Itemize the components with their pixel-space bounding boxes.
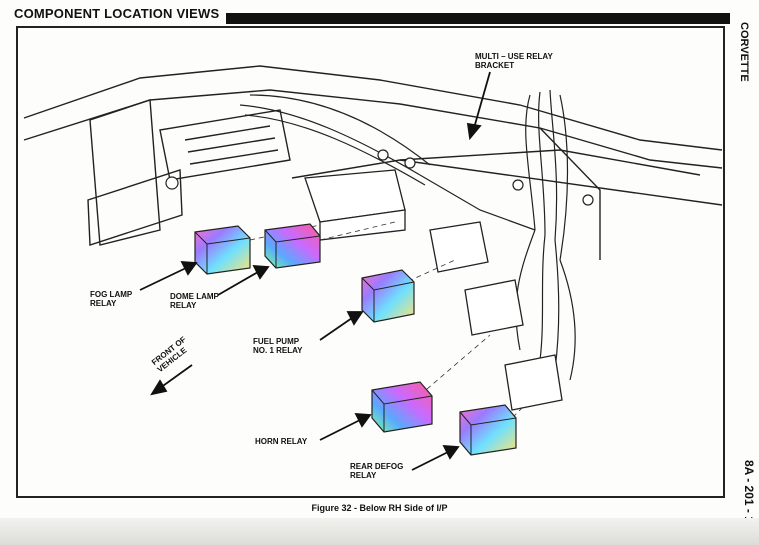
horn-relay-label: HORN RELAY (255, 437, 308, 446)
callout-arrows (139, 71, 491, 471)
bracket-bolts (165, 149, 594, 206)
header-rule (226, 13, 730, 24)
relay-connectors (304, 169, 563, 411)
rear-defog-relay-label: REAR DEFOG RELAY (350, 462, 404, 480)
dome-lamp-relay-label: DOME LAMP RELAY (170, 292, 219, 310)
vehicle-model-tab: CORVETTE (738, 22, 750, 82)
page-number: 8A - 201 - 13 (742, 460, 756, 530)
fuel-pump-relay-label: FUEL PUMP NO. 1 RELAY (253, 337, 303, 355)
bracket-label: MULTI – USE RELAY BRACKET (475, 52, 553, 70)
page-bleed-edge (0, 518, 759, 545)
dome-lamp-relay (264, 223, 321, 269)
wire-harness (239, 89, 576, 381)
dash-structure (23, 65, 723, 260)
figure-caption: Figure 32 - Below RH Side of I/P (311, 503, 448, 513)
figure-frame (16, 26, 725, 498)
fuel-pump-relay (361, 269, 415, 323)
section-title: COMPONENT LOCATION VIEWS (14, 6, 220, 21)
rear-defog-relay (459, 404, 517, 456)
fog-lamp-relay (194, 225, 251, 275)
fog-lamp-relay-label: FOG LAMP RELAY (90, 290, 133, 308)
horn-relay (371, 381, 433, 433)
